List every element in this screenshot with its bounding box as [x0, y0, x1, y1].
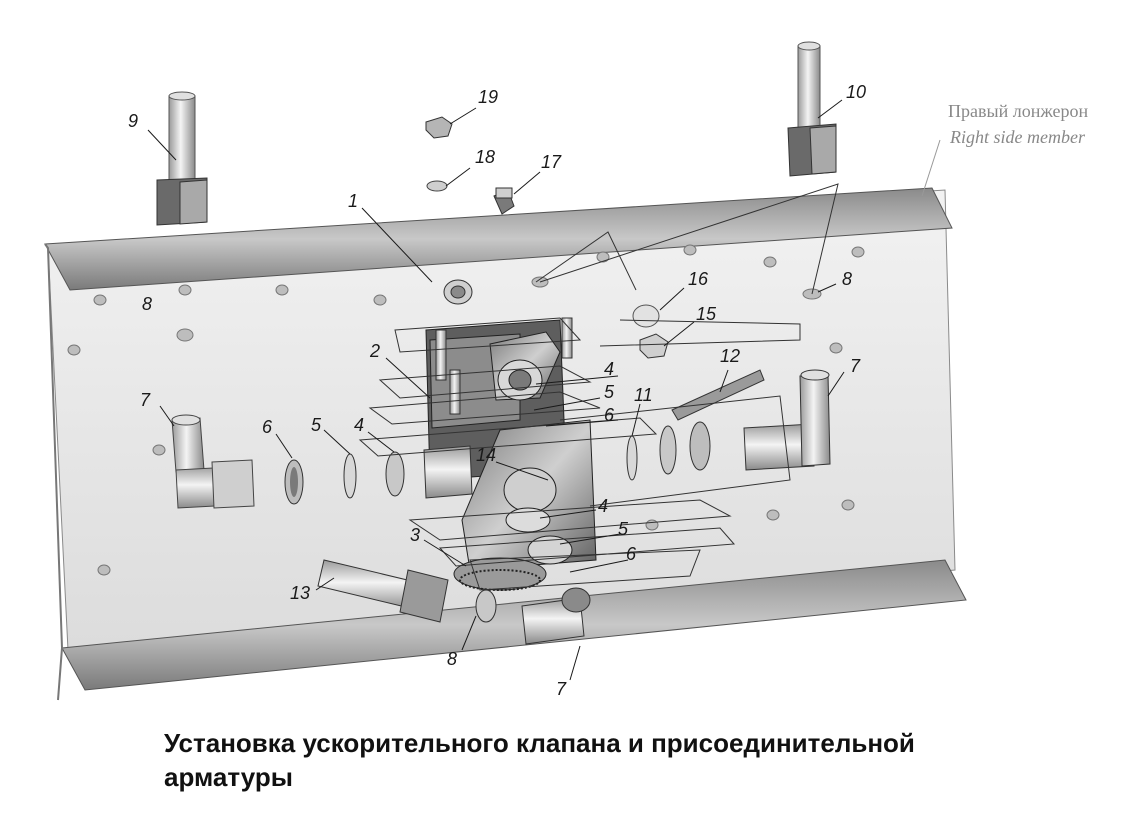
- callout-10: 10: [846, 82, 867, 102]
- figure-caption: Установка ускорительного клапана и присо…: [164, 728, 915, 792]
- guide-lines: [358, 183, 839, 591]
- callout-9: 9: [128, 111, 139, 131]
- callout-4b: 4: [354, 415, 365, 435]
- right-fitting-chain: [626, 369, 831, 481]
- callout-5a: 5: [604, 382, 615, 402]
- callout-6c: 6: [626, 544, 637, 564]
- callout-1: 1: [348, 191, 359, 211]
- side-member-upper-flange: [44, 187, 953, 291]
- callout-3: 3: [410, 525, 421, 545]
- callout-8a: 8: [842, 269, 853, 289]
- bolt-17: [493, 187, 515, 215]
- callout-17: 17: [541, 152, 562, 172]
- callout-4c: 4: [598, 496, 609, 516]
- callout-7a: 7: [850, 356, 861, 376]
- member-label-en: Right side member: [950, 127, 1085, 147]
- nut-1: [443, 279, 473, 305]
- fitting-9: [156, 91, 208, 226]
- callout-12: 12: [720, 346, 741, 366]
- frame-holes: [67, 244, 865, 576]
- bottom-fittings: [317, 559, 591, 645]
- member-label-ru: Правый лонжерон: [948, 101, 1089, 121]
- callout-19: 19: [478, 87, 499, 107]
- side-member-lower-flange: [61, 559, 967, 691]
- callout-2: 2: [370, 341, 381, 361]
- nut-15: [639, 333, 669, 359]
- callout-5b: 5: [311, 415, 322, 435]
- callout-13: 13: [290, 583, 311, 603]
- member-label-leader: [921, 139, 941, 197]
- callout-16: 16: [688, 269, 709, 289]
- callout-6b: 6: [262, 417, 273, 437]
- callout-6a: 6: [604, 405, 615, 425]
- fitting-10: [787, 41, 837, 177]
- callout-8c: 8: [447, 649, 458, 669]
- callout-18: 18: [475, 147, 496, 167]
- callout-11: 11: [634, 385, 653, 405]
- leader-lines: [147, 99, 845, 681]
- callout-14: 14: [476, 445, 497, 465]
- callout-4a: 4: [604, 359, 615, 379]
- callout-7c: 7: [556, 679, 567, 699]
- washer-18: [426, 180, 448, 192]
- callout-15: 15: [696, 304, 717, 324]
- nut-19: [425, 116, 453, 139]
- callout-7b: 7: [140, 390, 151, 410]
- callout-8b: 8: [142, 294, 153, 314]
- callout-5c: 5: [618, 519, 629, 539]
- washer-16: [632, 304, 660, 328]
